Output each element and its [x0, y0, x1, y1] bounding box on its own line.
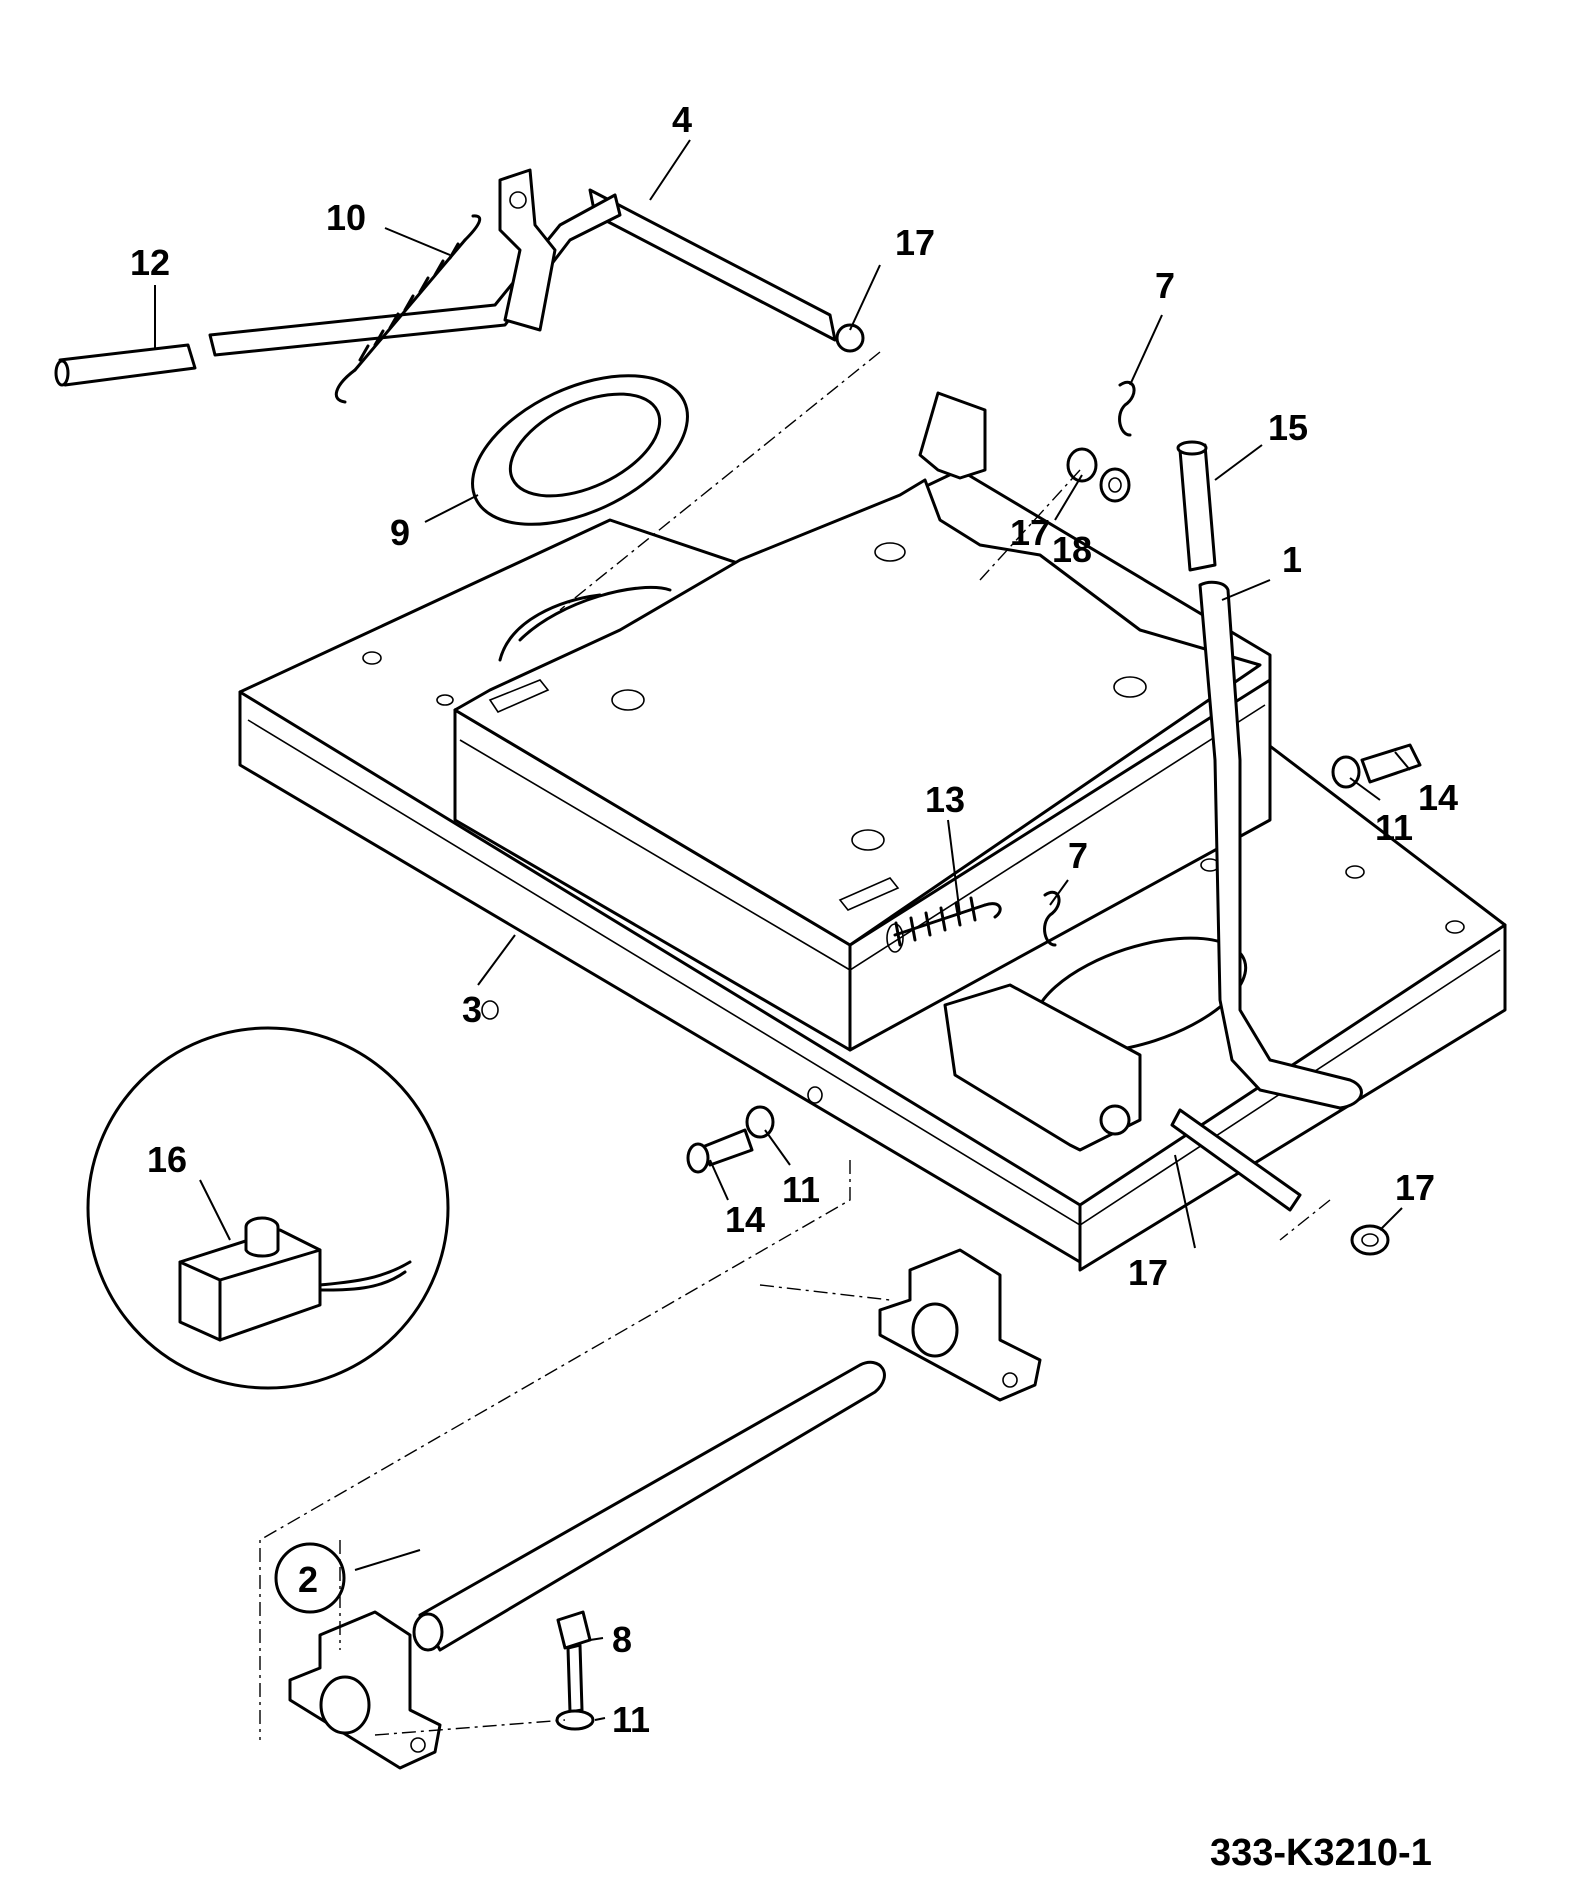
hardware [686, 381, 1422, 1256]
callout-14: 14 [1418, 777, 1458, 818]
callout-17: 17 [1395, 1167, 1435, 1208]
callouts: 4 10 17 12 7 15 9 17 18 1 13 7 11 14 3 1… [130, 99, 1458, 1740]
callout-18: 18 [1052, 529, 1092, 570]
callout-11: 11 [782, 1169, 820, 1210]
callout-17: 17 [1128, 1252, 1168, 1293]
callout-1: 1 [1282, 539, 1302, 580]
callout-11: 11 [612, 1699, 650, 1740]
shaft-assembly [288, 1248, 1042, 1770]
pad-ring-9 [471, 374, 689, 526]
base-frame [238, 468, 1507, 1272]
callout-2: 2 [298, 1559, 318, 1600]
callout-17: 17 [895, 222, 935, 263]
callout-7: 7 [1068, 835, 1088, 876]
top-bracket [918, 391, 987, 480]
lever-assembly [54, 168, 865, 387]
callout-11: 11 [1375, 807, 1413, 848]
callout-2-circle [274, 1542, 346, 1614]
callout-3: 3 [462, 989, 482, 1030]
callout-17: 17 [1010, 512, 1050, 553]
callout-leaders [154, 139, 1411, 1721]
callout-9: 9 [390, 512, 410, 553]
callout-16: 16 [147, 1139, 187, 1180]
switch-inset [86, 1026, 450, 1390]
callout-14: 14 [725, 1199, 765, 1240]
callout-10: 10 [326, 197, 366, 238]
spring-13 [886, 896, 1002, 953]
callout-4: 4 [672, 99, 692, 140]
callout-15: 15 [1268, 407, 1308, 448]
callout-8: 8 [612, 1619, 632, 1660]
drawing-code: 333-K3210-1 [1210, 1832, 1432, 1874]
phantom-lines [259, 351, 1331, 1740]
pivot-bracket [943, 983, 1142, 1152]
callout-7: 7 [1155, 265, 1175, 306]
callout-12: 12 [130, 242, 170, 283]
callout-13: 13 [925, 779, 965, 820]
shift-lever-1 [1170, 440, 1363, 1212]
spring-10 [334, 214, 482, 404]
